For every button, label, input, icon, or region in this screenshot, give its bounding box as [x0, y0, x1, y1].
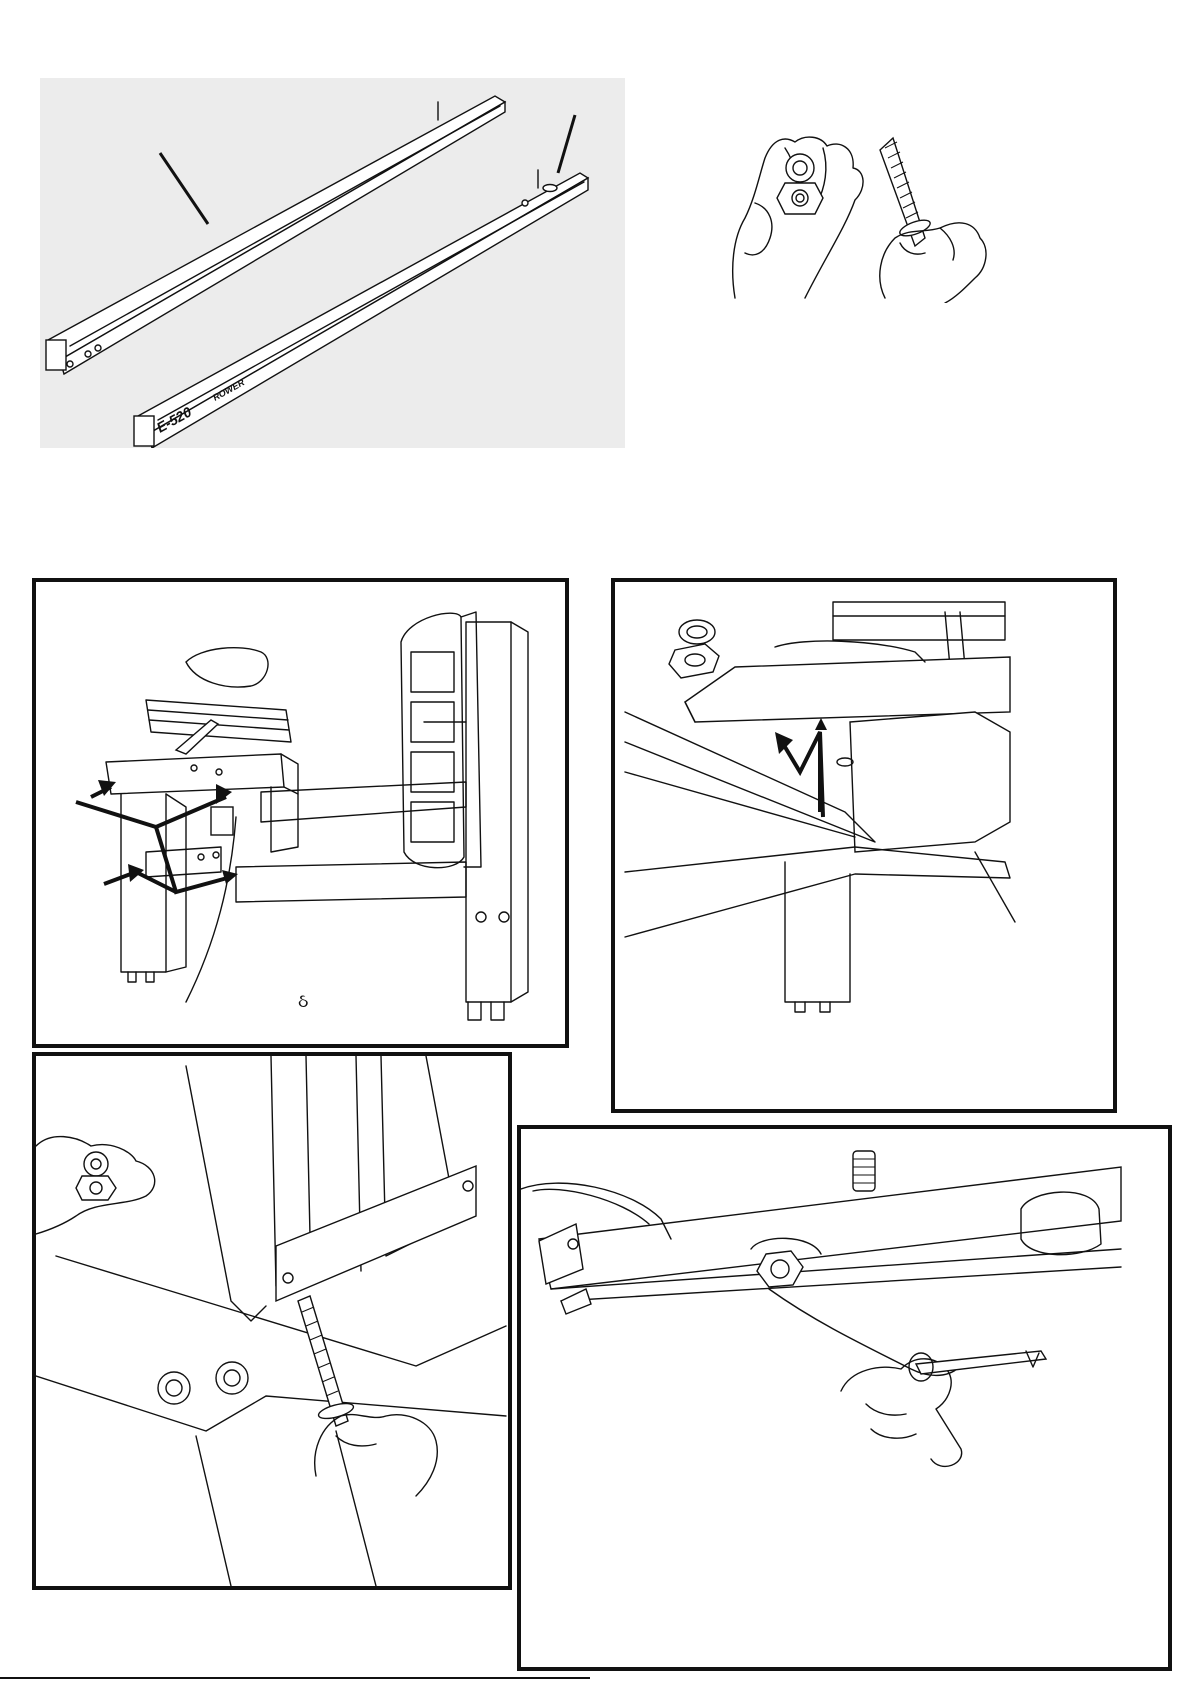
bracket-plate	[276, 1166, 476, 1301]
arrows	[76, 780, 238, 892]
monitor-console	[401, 612, 481, 868]
footnote-mark: ઠ	[298, 991, 308, 1012]
nut-washer-inset	[669, 620, 719, 678]
hand-with-bolt	[298, 1296, 437, 1496]
rails-figure: E-520 ROWER	[40, 78, 625, 448]
panel-d-frame	[517, 1125, 1172, 1671]
right-hand-with-bolt	[880, 138, 986, 303]
panel-c-frame	[32, 1052, 512, 1590]
left-hand-with-nut	[733, 137, 863, 298]
arrows	[775, 718, 827, 817]
right-upright	[466, 622, 528, 1020]
hand-with-nut	[36, 1137, 155, 1234]
bolt-holes	[158, 1362, 248, 1404]
rail-underside	[539, 1167, 1121, 1314]
panel-b-frame	[611, 578, 1117, 1113]
panel-a-frame: ઠ	[32, 578, 569, 1048]
bracket-plate	[685, 657, 1010, 722]
hardware-figure	[725, 128, 1025, 303]
hand-with-cable-tie	[841, 1351, 1046, 1466]
cable	[186, 817, 236, 1002]
footer-rule	[0, 1677, 590, 1679]
seat-rail-stub	[146, 648, 291, 754]
threaded-stud	[853, 1151, 875, 1191]
